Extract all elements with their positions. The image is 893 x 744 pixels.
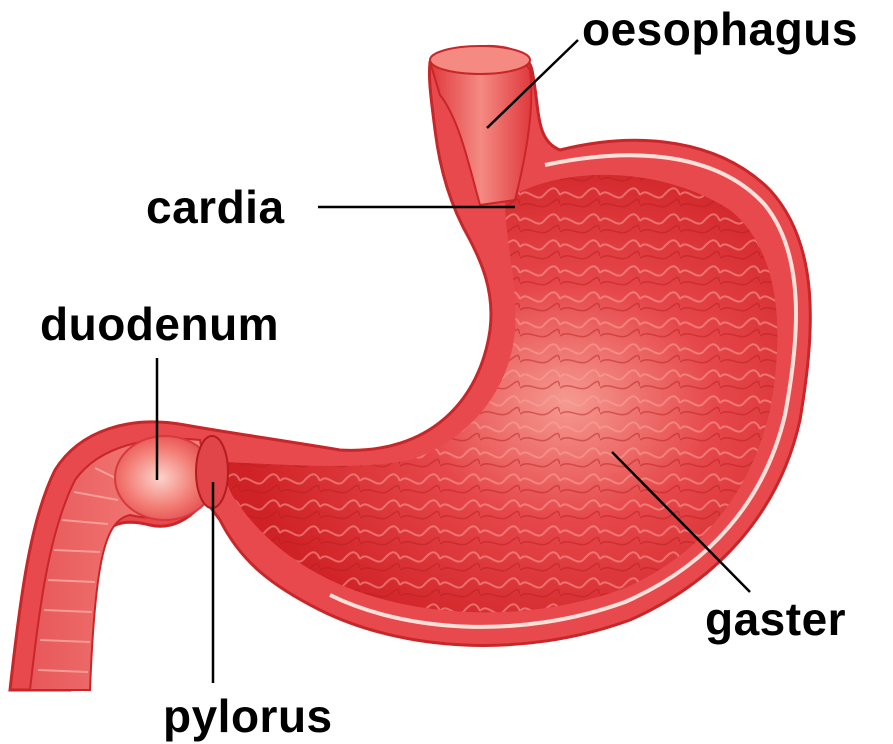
label-oesophagus: oesophagus [582, 3, 858, 55]
label-gaster: gaster [705, 593, 846, 645]
oesophagus-opening [430, 46, 530, 74]
label-cardia: cardia [146, 181, 285, 233]
label-duodenum: duodenum [40, 298, 279, 350]
label-pylorus: pylorus [163, 690, 333, 742]
